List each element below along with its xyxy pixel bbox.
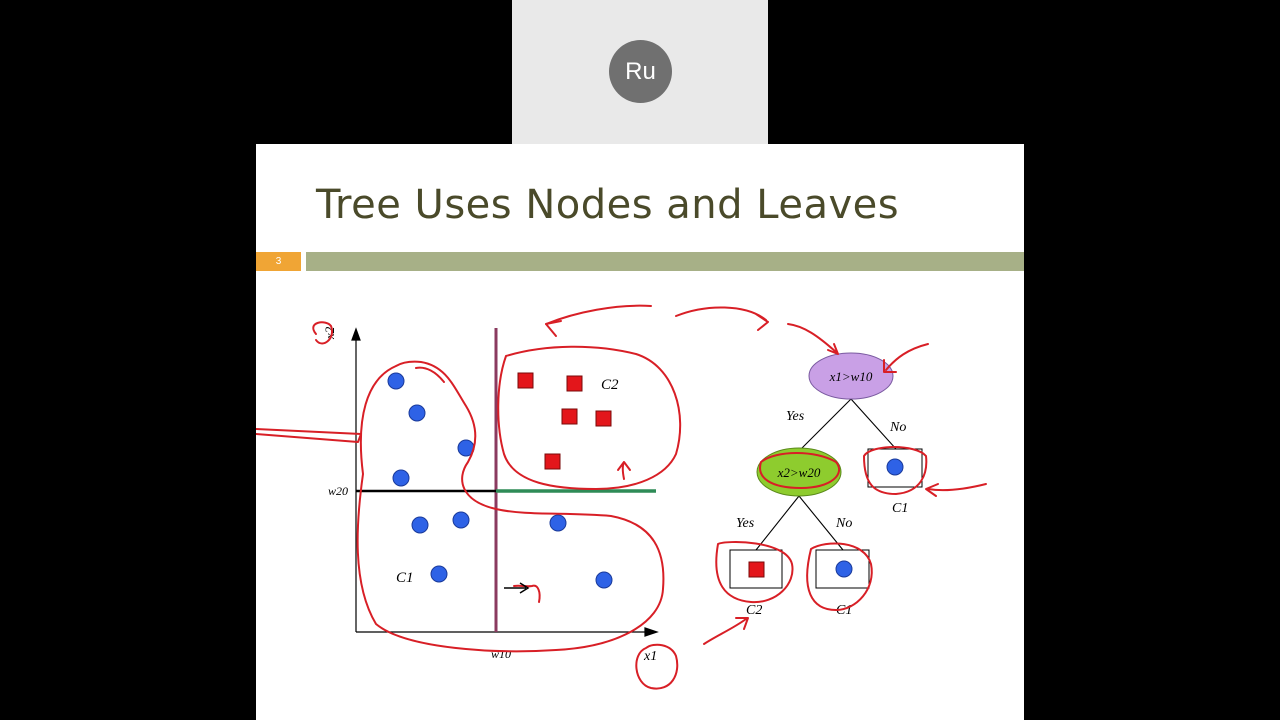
leaf-square-marker — [748, 561, 765, 578]
inner-no-label: No — [835, 516, 852, 531]
circle-point — [387, 372, 405, 390]
square-point — [566, 375, 583, 392]
pen-annotations — [256, 304, 987, 690]
inner-decision-label: x2>w20 — [777, 465, 821, 480]
root-decision-node — [808, 352, 894, 400]
leaf-box — [867, 448, 923, 488]
participant-avatar: Ru — [609, 40, 672, 103]
scatter-axes — [351, 327, 659, 637]
y-threshold-label: w20 — [328, 484, 348, 498]
class1-region-label: C1 — [396, 570, 414, 586]
circle-point — [549, 514, 567, 532]
circle-point — [411, 516, 429, 534]
root-decision-label: x1>w10 — [829, 369, 873, 384]
leaf-circle-marker — [886, 458, 904, 476]
circle-point — [452, 511, 470, 529]
square-point — [595, 410, 612, 427]
square-point — [561, 408, 578, 425]
root-no-label: No — [889, 420, 906, 435]
class2-region-label: C2 — [601, 377, 619, 393]
square-point — [517, 372, 534, 389]
circle-point — [595, 571, 613, 589]
inner-yes-label: Yes — [736, 516, 755, 531]
leaf-label: C2 — [746, 603, 762, 618]
leaf-circle-marker — [835, 560, 853, 578]
participant-tile: Ru — [512, 0, 768, 144]
tree-edges — [755, 398, 897, 551]
title-underline-bar — [306, 252, 1024, 271]
decision-tree-diagram: x2 w10 w20 x1 C1 C2 — [256, 304, 987, 690]
x-threshold-label: w10 — [491, 647, 511, 661]
root-yes-label: Yes — [786, 409, 805, 424]
y-axis-label: x2 — [322, 326, 337, 340]
leaf-label: C1 — [892, 501, 908, 516]
presentation-slide: Tree Uses Nodes and Leaves 3 x2 w10 w20 … — [256, 144, 1024, 720]
square-point — [544, 453, 561, 470]
circle-point — [408, 404, 426, 422]
inner-decision-node — [756, 447, 842, 497]
x-axis-label: x1 — [643, 649, 657, 664]
slide-number: 3 — [256, 252, 301, 271]
circle-point — [430, 565, 448, 583]
circle-point — [392, 469, 410, 487]
drawn-arrow — [504, 582, 530, 594]
slide-title: Tree Uses Nodes and Leaves — [316, 182, 900, 228]
